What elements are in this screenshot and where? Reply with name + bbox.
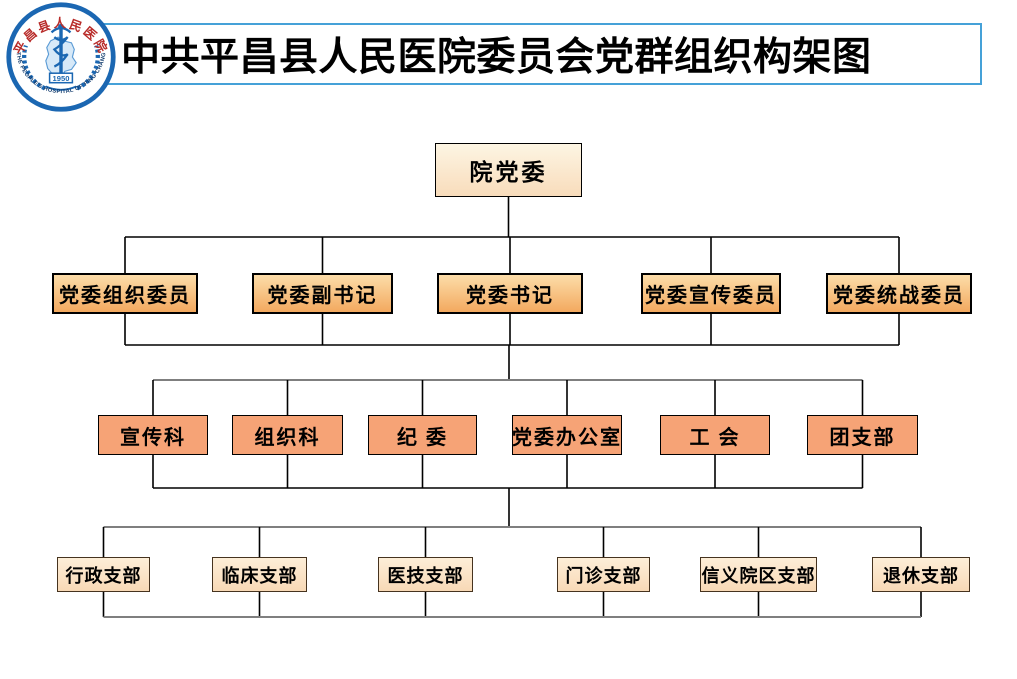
org-node-department-1: 组织科: [232, 415, 343, 455]
org-node-label: 团支部: [829, 426, 896, 449]
org-node-label: 党委组织委员: [59, 285, 191, 307]
org-node-label: 党委宣传委员: [645, 285, 777, 307]
page-title: 中共平昌县人民医院委员会党群组织构架图: [121, 36, 872, 79]
org-node-committee-2: 党委书记: [437, 273, 583, 314]
org-node-department-2: 纪 委: [368, 415, 477, 455]
hospital-logo: 1950 平昌县人民医院 THE PEOPLE'S HOSPITAL OF PI…: [6, 2, 116, 112]
org-node-label: 院党委: [469, 160, 548, 185]
org-node-label: 宣传科: [120, 426, 186, 449]
org-node-department-3: 党委办公室: [512, 415, 622, 455]
org-node-department-0: 宣传科: [98, 415, 208, 455]
org-node-committee-3: 党委宣传委员: [641, 273, 781, 314]
org-node-committee-4: 党委统战委员: [826, 273, 972, 314]
org-node-label: 临床支部: [221, 565, 298, 586]
org-node-label: 党委统战委员: [833, 285, 965, 307]
org-node-label: 纪 委: [397, 426, 448, 449]
org-node-committee-1: 党委副书记: [252, 273, 393, 314]
org-node-label: 党委书记: [466, 285, 554, 307]
org-node-label: 医技支部: [387, 565, 464, 586]
org-node-branch-0: 行政支部: [57, 557, 150, 592]
logo-year-banner: [48, 72, 74, 84]
logo-ribbon: [45, 85, 77, 91]
org-node-root-0: 院党委: [435, 143, 582, 197]
logo-year-text: 1950: [53, 74, 70, 83]
org-node-committee-0: 党委组织委员: [52, 273, 198, 314]
org-node-label: 行政支部: [65, 565, 142, 586]
logo-snake: [52, 36, 69, 68]
logo-staff-top: [58, 23, 64, 30]
org-node-branch-1: 临床支部: [212, 557, 307, 592]
org-node-label: 组织科: [254, 426, 321, 449]
org-node-label: 信义院区支部: [701, 565, 816, 586]
org-node-branch-2: 医技支部: [378, 557, 473, 592]
org-node-department-4: 工 会: [660, 415, 770, 455]
org-node-label: 党委副书记: [267, 285, 378, 307]
org-node-label: 退休支部: [883, 565, 959, 586]
logo-laurel-left: [22, 44, 46, 91]
org-node-label: 门诊支部: [565, 565, 642, 586]
org-node-branch-5: 退休支部: [872, 557, 970, 592]
logo-laurel-right: [76, 44, 100, 91]
org-node-department-5: 团支部: [807, 415, 918, 455]
org-node-branch-4: 信义院区支部: [700, 557, 817, 592]
org-node-branch-3: 门诊支部: [557, 557, 650, 592]
title-banner: 中共平昌县人民医院委员会党群组织构架图: [103, 23, 982, 85]
org-node-label: 工 会: [689, 426, 741, 449]
org-node-label: 党委办公室: [512, 426, 622, 449]
